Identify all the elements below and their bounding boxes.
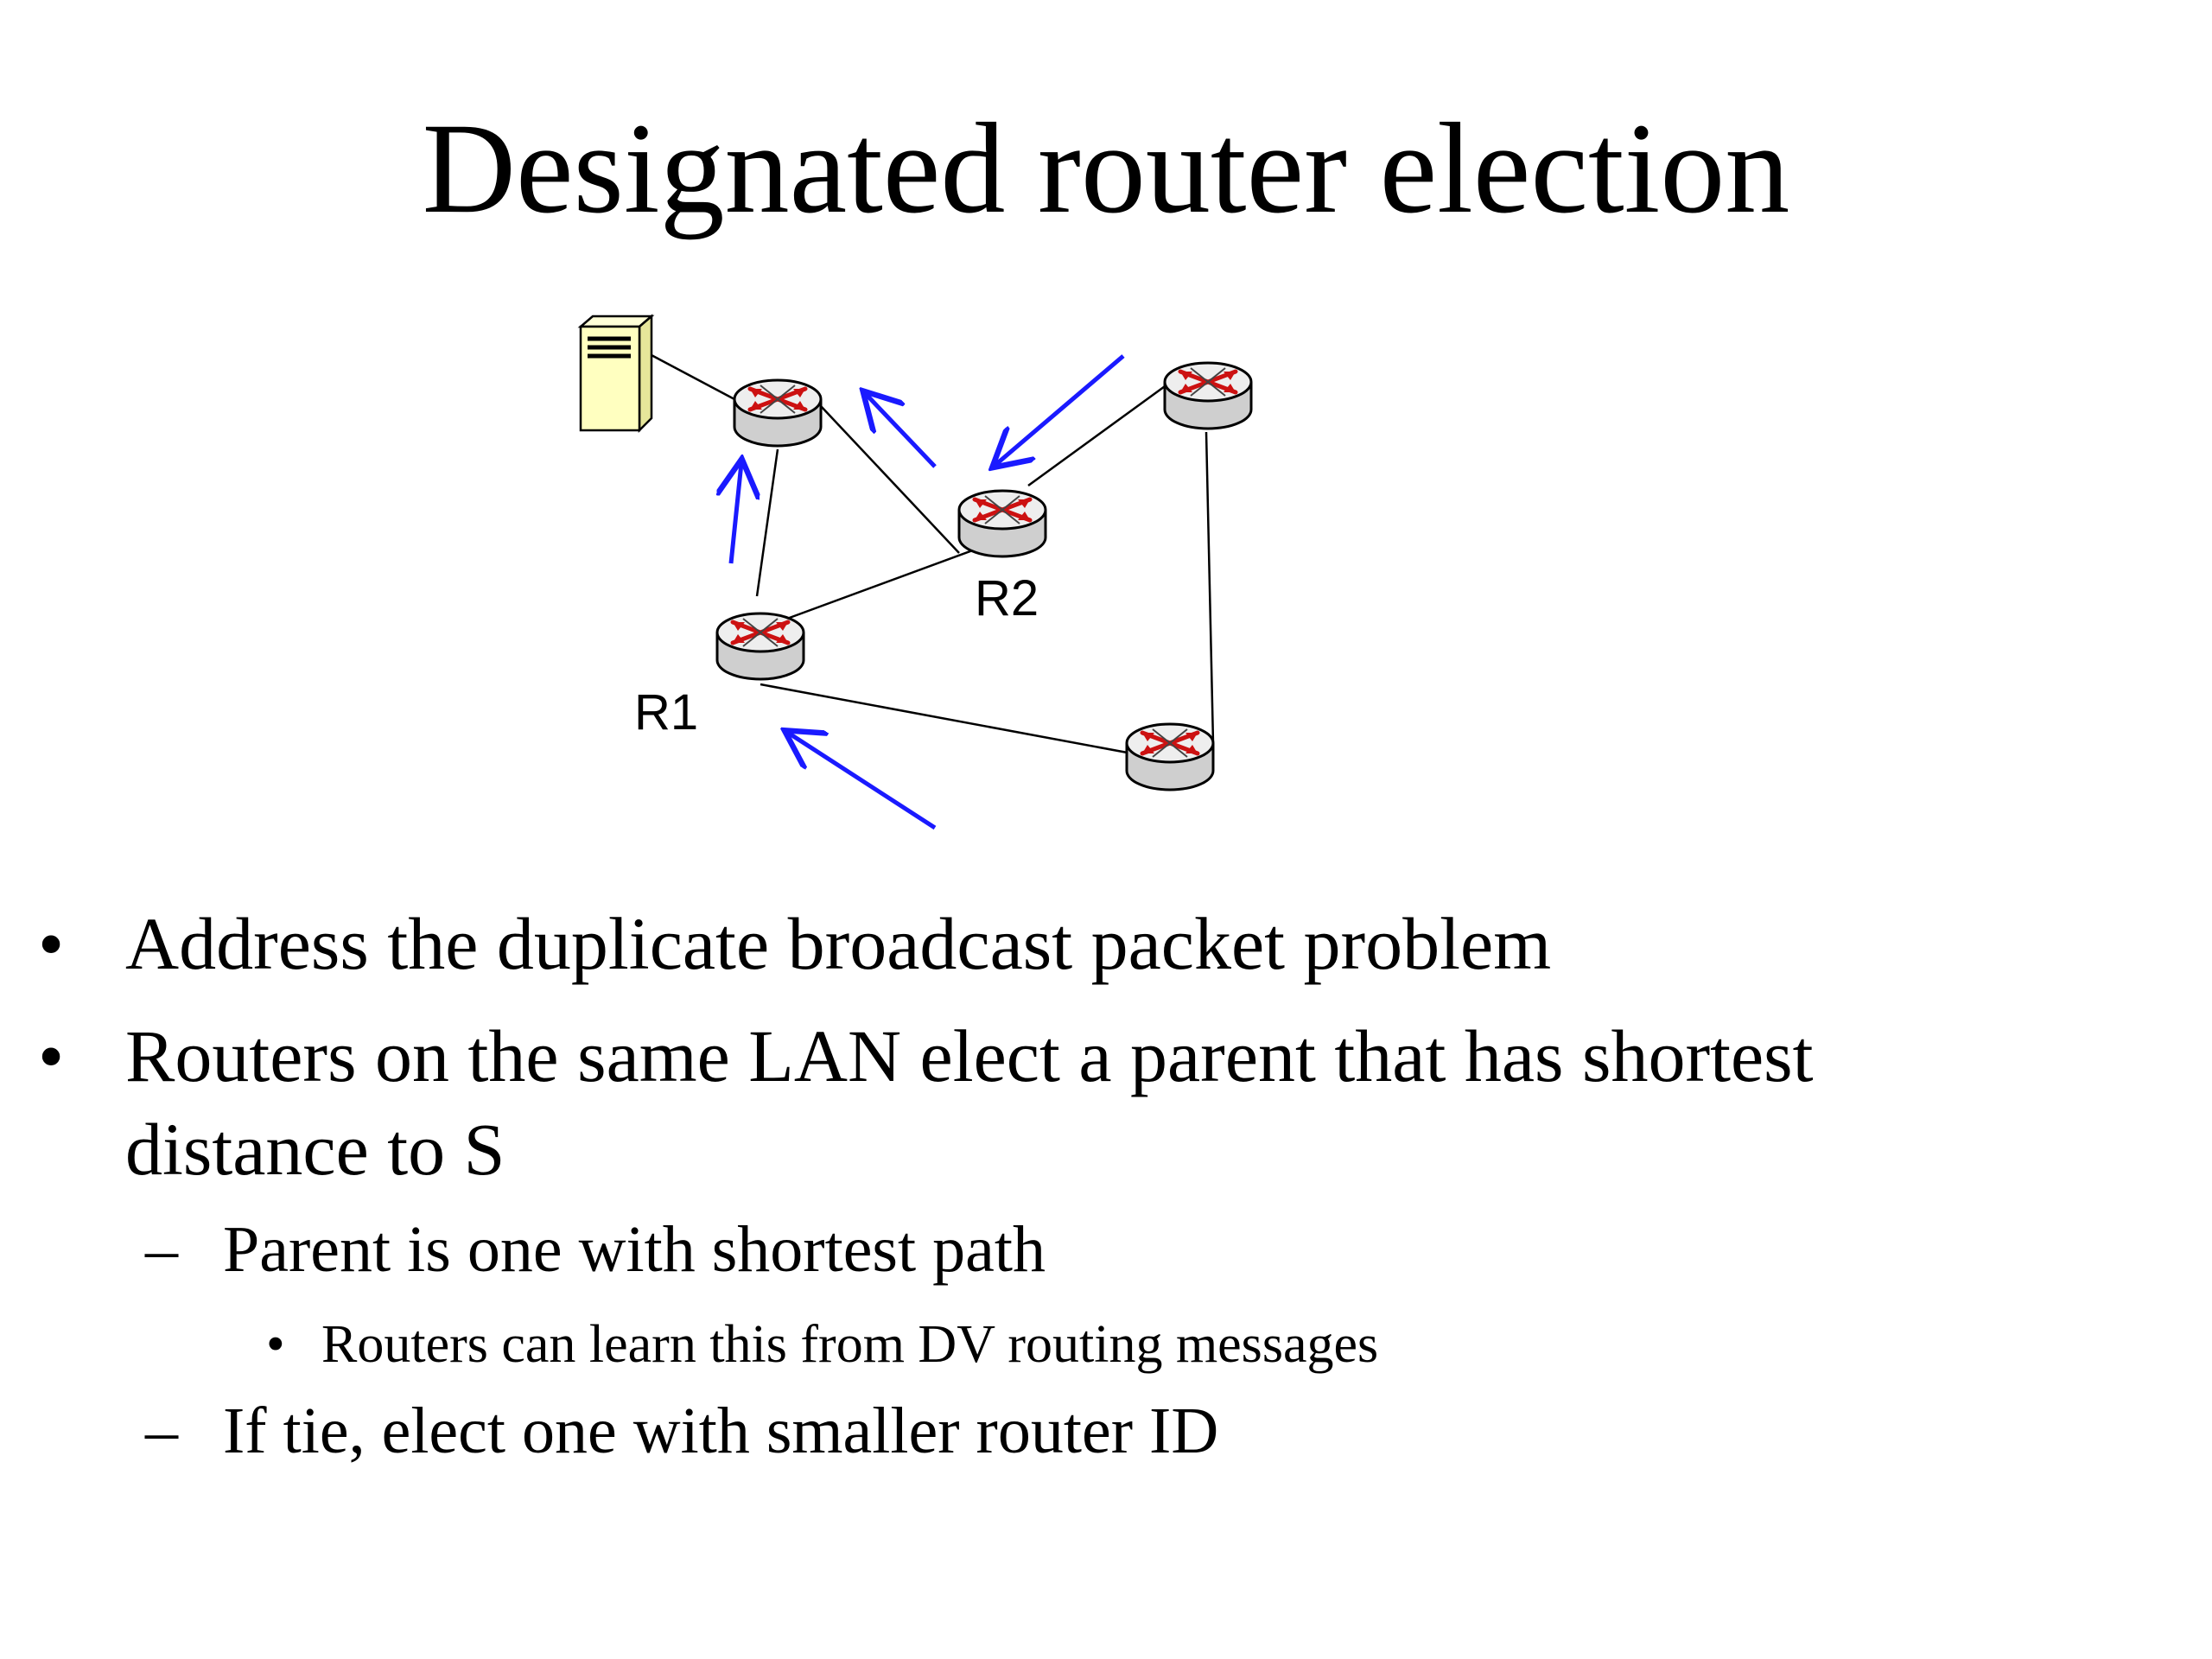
dash-marker: – xyxy=(145,1213,178,1286)
arrow-up-left-to-top-left-router xyxy=(866,394,937,468)
slide-title: Designated router election xyxy=(422,97,1790,240)
sub-sub-bullet-text: Routers can learn this from DV routing m… xyxy=(321,1315,1379,1374)
arrow-down-left-to-r2 xyxy=(995,354,1125,465)
bullet-marker: • xyxy=(266,1315,285,1374)
bullet-text: Routers on the same LAN elect a parent t… xyxy=(125,1014,1814,1097)
arrow-up-left-to-r1 xyxy=(788,733,937,830)
link-r1-bottom-right-router xyxy=(760,683,1133,755)
link-top-left-router-r1 xyxy=(755,448,779,597)
link-r1-r2 xyxy=(777,541,995,624)
link-top-right-router-bottom-right-router xyxy=(1205,431,1215,744)
link-top-left-router-r2 xyxy=(820,405,960,554)
router-icon xyxy=(717,613,804,679)
network-links xyxy=(649,353,1215,755)
router-icon xyxy=(1165,363,1251,429)
arrow-up-to-top-left-router xyxy=(731,463,741,564)
forwarding-arrows xyxy=(731,354,1125,830)
router-icon xyxy=(1127,724,1213,790)
bullet-marker: • xyxy=(38,1014,65,1097)
network-diagram: R2 R1 xyxy=(577,314,2212,830)
sub-bullet-text: Parent is one with shortest path xyxy=(223,1213,1046,1286)
link-server-top-left-router xyxy=(649,353,735,401)
link-r2-top-right-router xyxy=(1027,380,1172,487)
server-icon xyxy=(577,314,655,434)
router-label-r2: R2 xyxy=(975,570,1039,626)
bullet-text: Address the duplicate broadcast packet p… xyxy=(125,902,1552,985)
bullet-text-continuation: distance to S xyxy=(125,1108,505,1191)
dash-marker: – xyxy=(145,1395,178,1467)
router-label-r1: R1 xyxy=(634,684,698,741)
sub-bullet-text: If tie, elect one with smaller router ID xyxy=(223,1395,1219,1467)
router-icon xyxy=(959,491,1046,556)
bullet-marker: • xyxy=(38,902,65,985)
router-icon xyxy=(734,380,821,446)
